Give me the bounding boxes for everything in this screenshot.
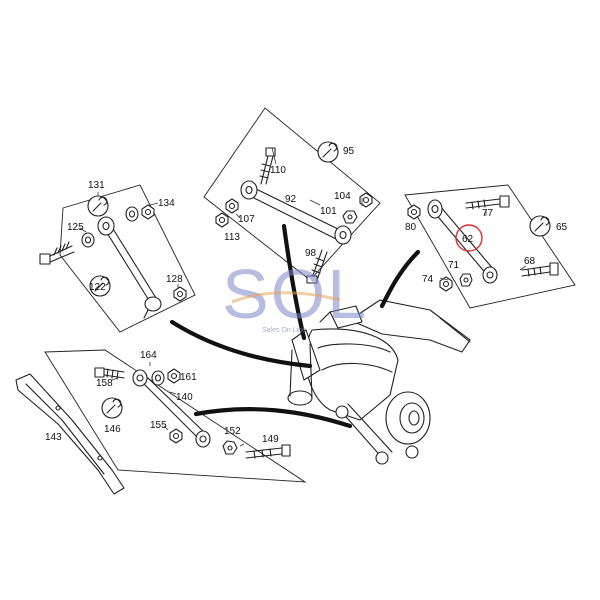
part-label-143: 143 <box>45 432 62 443</box>
wrench-icon <box>317 141 339 163</box>
part-label-128: 128 <box>166 274 183 285</box>
part-label-74: 74 <box>422 274 434 285</box>
wrench-icon <box>89 275 111 297</box>
part-label-92: 92 <box>285 194 297 205</box>
part-label-95: 95 <box>343 146 355 157</box>
bolt-icon <box>306 249 328 284</box>
nut-icon <box>215 212 229 228</box>
wrench-icon <box>529 215 551 237</box>
part-label-155: 155 <box>150 420 167 431</box>
part-label-131: 131 <box>88 180 105 191</box>
part-label-62: 62 <box>462 234 474 245</box>
part-group-top-right <box>407 195 559 292</box>
highlight-circle <box>455 224 483 252</box>
panel-bottom-left <box>44 349 307 483</box>
part-label-149: 149 <box>262 434 279 445</box>
arrow-left-to-knuckle <box>169 319 313 369</box>
bushing-icon <box>151 370 165 386</box>
leader-lines <box>79 147 527 447</box>
washer-icon <box>342 210 358 224</box>
arrow-right-to-knuckle <box>379 249 421 309</box>
part-label-68: 68 <box>524 256 536 267</box>
part-label-71: 71 <box>448 260 460 271</box>
part-label-134: 134 <box>158 198 175 209</box>
wrench-icon <box>101 397 123 419</box>
part-label-158: 158 <box>96 378 113 389</box>
nut-icon <box>141 204 155 220</box>
part-group-bottom-left <box>94 367 291 459</box>
nut-icon <box>169 428 183 444</box>
washer-icon <box>459 273 473 287</box>
arrow-bottom-to-knuckle <box>193 407 353 429</box>
bolt-icon <box>521 262 559 277</box>
part-label-98: 98 <box>305 248 317 259</box>
control-arm-92 <box>240 180 352 245</box>
part-label-125: 125 <box>67 222 84 233</box>
part-label-146: 146 <box>104 424 121 435</box>
part-label-140: 140 <box>176 392 193 403</box>
nut-icon <box>407 204 421 220</box>
bolt-icon <box>94 367 125 380</box>
bolt-icon <box>245 444 291 459</box>
stabilizer-link-rod <box>97 216 162 319</box>
wheel-carrier-assembly <box>287 299 471 465</box>
part-label-164: 164 <box>140 350 157 361</box>
bolt-icon <box>465 195 510 210</box>
part-label-113: 113 <box>224 232 240 243</box>
tie-rod-140 <box>132 369 211 448</box>
panel-left-link <box>59 184 196 333</box>
part-label-77: 77 <box>482 208 494 219</box>
arrow-top-to-knuckle <box>281 223 307 341</box>
part-label-110: 110 <box>270 165 286 176</box>
panel-top-right <box>404 184 576 309</box>
watermark-tagline: Sales On Line <box>262 327 306 334</box>
part-label-101: 101 <box>320 206 337 217</box>
bushing-icon <box>125 206 139 222</box>
nut-icon <box>359 192 373 208</box>
part-label-80: 80 <box>405 222 417 233</box>
nut-icon <box>173 286 187 302</box>
nut-icon <box>167 368 181 384</box>
part-label-152: 152 <box>224 426 241 437</box>
part-label-107: 107 <box>238 214 255 225</box>
part-label-122: 122 <box>89 282 106 293</box>
part-labels: 131 134 125 122 128 110 95 92 104 101 10… <box>45 146 568 445</box>
nut-icon <box>439 276 453 292</box>
washer-icon <box>222 440 238 455</box>
bracket-143 <box>15 373 125 495</box>
part-label-65: 65 <box>556 222 568 233</box>
assembly-arrows <box>169 223 421 429</box>
part-group-left <box>39 195 187 319</box>
nut-icon <box>225 198 239 214</box>
part-label-161: 161 <box>180 372 197 383</box>
bolt-icon <box>259 147 276 185</box>
bushing-icon <box>81 232 95 248</box>
bolt-icon <box>39 241 75 265</box>
part-group-top-center <box>215 141 373 284</box>
wrench-icon <box>87 195 109 217</box>
part-label-104: 104 <box>334 191 351 202</box>
control-arm-62 <box>427 199 498 284</box>
watermark-logo: SOL Sales On Line <box>222 255 366 334</box>
